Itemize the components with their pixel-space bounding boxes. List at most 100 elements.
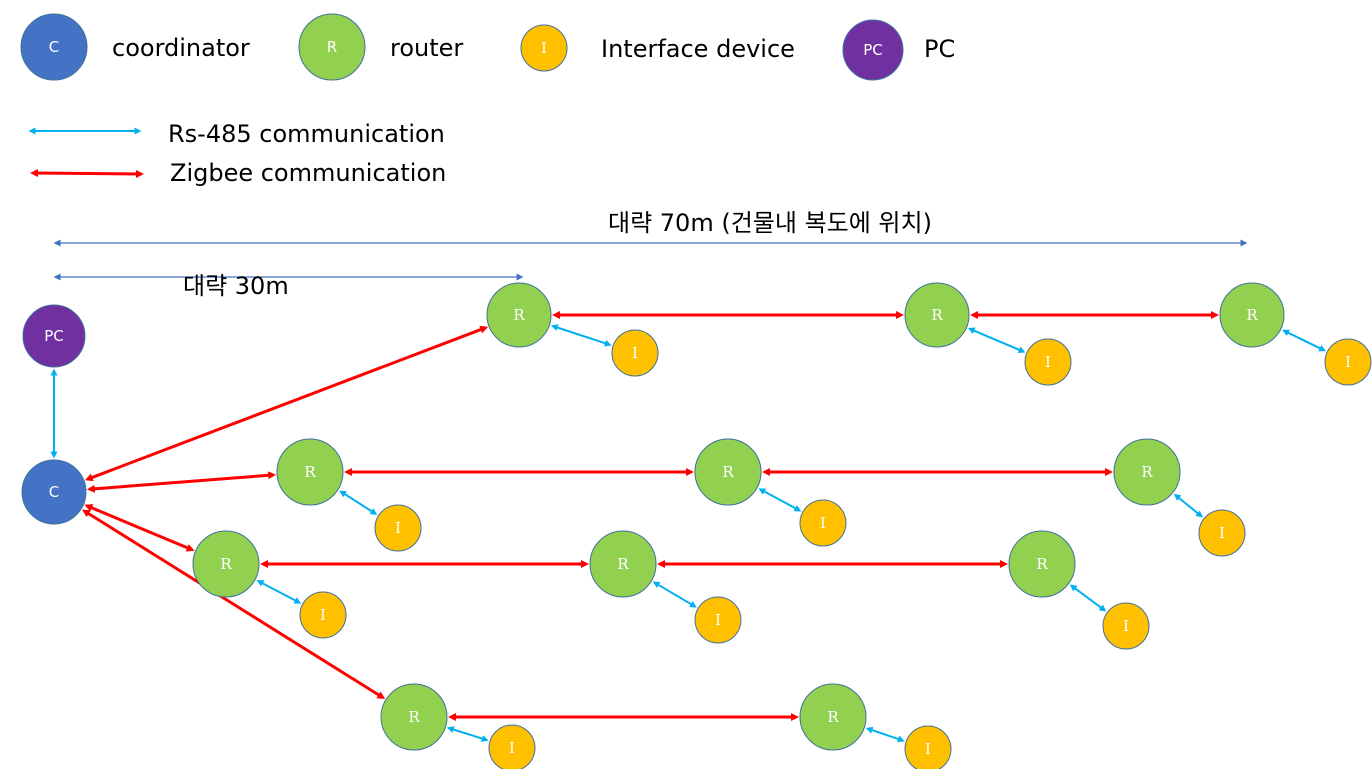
router-glyph: R	[1141, 463, 1153, 481]
zigbee-link-coord-r2a	[86, 471, 277, 493]
interface-legend-label: Interface device	[601, 35, 795, 63]
rs485-link-r3c-i3c	[1069, 584, 1107, 612]
router-glyph: R	[220, 555, 232, 573]
pc-legend-label: PC	[924, 35, 955, 63]
rs485-link-r2b-i2b	[758, 488, 802, 512]
rs485-legend-label: Rs-485 communication	[168, 120, 445, 148]
router-node-r4a: R	[380, 683, 448, 751]
interface-glyph: I	[1219, 524, 1225, 542]
rs485-link-r2c-i2c	[1173, 493, 1204, 518]
router-node-r2c: R	[1113, 438, 1181, 506]
router-circle	[904, 282, 970, 348]
router-node-r2b: R	[694, 438, 762, 506]
links-layer	[50, 311, 1327, 743]
interface-glyph: I	[1045, 353, 1051, 371]
interface-node-i1c: I	[1324, 338, 1372, 386]
rs485-link-r2a-i2a	[339, 490, 378, 515]
pc-legend-icon	[842, 19, 904, 81]
router-circle	[486, 282, 552, 348]
interface-glyph: I	[1345, 353, 1351, 371]
router-glyph: R	[722, 463, 734, 481]
interface-node-i1a: I	[611, 329, 659, 377]
router-glyph: R	[827, 708, 839, 726]
legend-router: R router	[298, 13, 463, 81]
router-circle	[799, 683, 867, 751]
router-glyph: R	[931, 306, 943, 324]
interface-glyph: I	[925, 740, 931, 758]
router-glyph: R	[304, 463, 316, 481]
zigbee-legend-label: Zigbee communication	[170, 159, 446, 187]
interface-glyph: I	[395, 519, 401, 537]
pc-node-pc: PC	[22, 304, 86, 368]
router-circle	[380, 683, 448, 751]
router-circle	[1008, 530, 1076, 598]
router-circle	[589, 530, 657, 598]
interface-circle	[904, 725, 952, 769]
pc-glyph: PC	[44, 327, 64, 345]
coordinator-legend-icon	[20, 13, 88, 81]
router-legend-icon	[298, 13, 366, 81]
legend-rs485: Rs-485 communication	[28, 120, 445, 148]
rs485-link-r1b-i1b	[967, 327, 1026, 353]
interface-node-i3a: I	[299, 591, 347, 639]
distance-30m-label: 대략 30m	[183, 272, 289, 300]
interface-circle	[694, 596, 742, 644]
zigbee-legend-arrow	[30, 169, 144, 178]
interface-circle	[1024, 338, 1072, 386]
interface-node-i2c: I	[1198, 509, 1246, 557]
router-legend-glyph: R	[327, 38, 337, 56]
rs485-link-r4a-i4a	[446, 726, 489, 742]
coordinator-glyph: C	[49, 483, 59, 501]
interface-circle	[1198, 509, 1246, 557]
interface-circle	[799, 499, 847, 547]
interface-glyph: I	[1123, 617, 1129, 635]
interface-glyph: I	[820, 514, 826, 532]
router-node-r1c: R	[1219, 282, 1285, 348]
router-circle	[276, 438, 344, 506]
router-circle	[1219, 282, 1285, 348]
router-circle	[694, 438, 762, 506]
coordinator-circle	[21, 459, 87, 525]
router-node-r2a: R	[276, 438, 344, 506]
router-circle	[1113, 438, 1181, 506]
interface-node-i3c: I	[1102, 602, 1150, 650]
router-circle	[192, 530, 260, 598]
interface-circle	[299, 591, 347, 639]
rs485-link-r1c-i1c	[1282, 329, 1327, 352]
rs485-link-r1a-i1a	[550, 324, 612, 347]
legend-coordinator: C coordinator	[20, 13, 250, 81]
coordinator-node-coord: C	[21, 459, 87, 525]
interface-node-i3b: I	[694, 596, 742, 644]
distance-70m-label: 대략 70m (건물내 복도에 위치)	[608, 209, 932, 237]
interface-node-i4a: I	[488, 724, 536, 769]
coordinator-legend-glyph: C	[49, 38, 59, 56]
router-glyph: R	[617, 555, 629, 573]
interface-legend-glyph: I	[541, 39, 547, 57]
pc-circle	[22, 304, 86, 368]
interface-circle	[374, 504, 422, 552]
coordinator-legend-label: coordinator	[112, 34, 250, 62]
interface-glyph: I	[509, 739, 515, 757]
router-node-r3c: R	[1008, 530, 1076, 598]
router-node-r1b: R	[904, 282, 970, 348]
router-node-r3b: R	[589, 530, 657, 598]
interface-node-i2b: I	[799, 499, 847, 547]
interface-circle	[611, 329, 659, 377]
router-legend-label: router	[390, 34, 463, 62]
rs485-link-r3a-i3a	[256, 580, 302, 604]
router-glyph: R	[1036, 555, 1048, 573]
zigbee-link-coord-r1a	[84, 325, 489, 482]
interface-legend-icon	[520, 24, 568, 72]
legend-zigbee: Zigbee communication	[30, 159, 446, 187]
legend-interface: I Interface device	[520, 24, 795, 72]
zigbee-link-coord-r4a	[82, 509, 386, 700]
distance-70m: 대략 70m (건물내 복도에 위치)	[53, 209, 1248, 247]
interface-glyph: I	[715, 611, 721, 629]
router-node-r4b: R	[799, 683, 867, 751]
interface-circle	[1102, 602, 1150, 650]
rs485-link-r3b-i3b	[652, 581, 697, 608]
interface-node-i1b: I	[1024, 338, 1072, 386]
interface-glyph: I	[632, 344, 638, 362]
